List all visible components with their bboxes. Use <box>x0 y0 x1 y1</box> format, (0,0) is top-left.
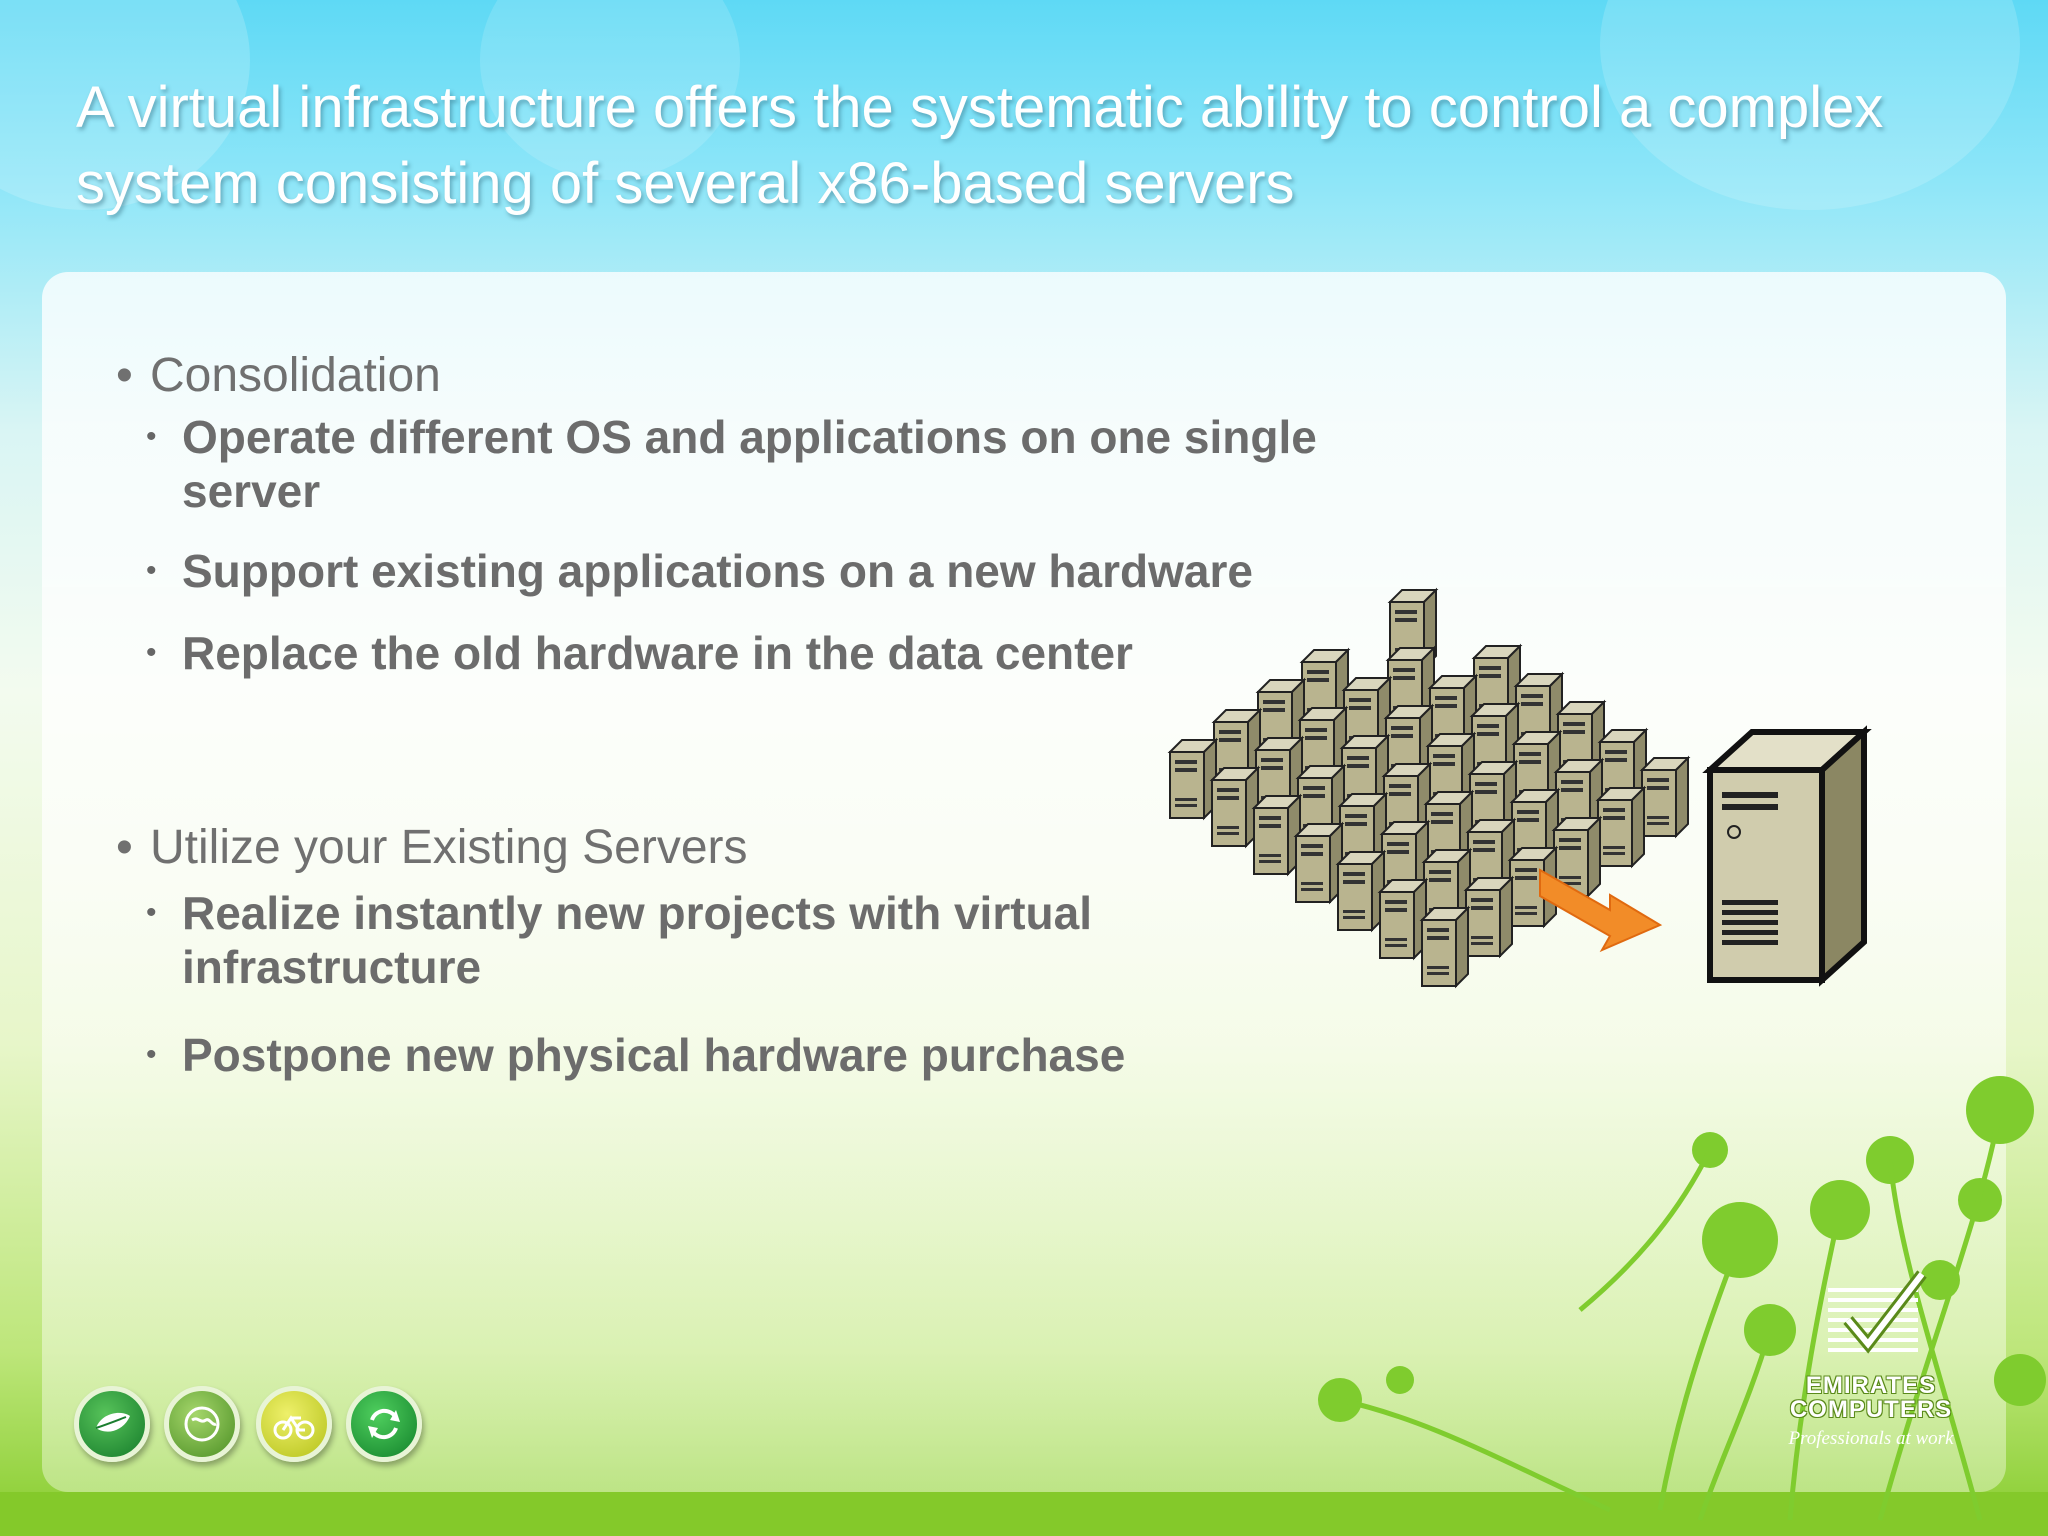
list-item: • Support existing applications on a new… <box>146 544 1396 598</box>
bullet-marker: • <box>116 349 133 402</box>
list-item: • Operate different OS and applications … <box>146 410 1396 518</box>
list-item: • Postpone new physical hardware purchas… <box>146 1028 1396 1082</box>
server-icon <box>1295 823 1343 903</box>
content-panel <box>42 272 2006 1492</box>
slide-title: A virtual infrastructure offers the syst… <box>76 75 1884 216</box>
bullet-marker: • <box>146 636 157 669</box>
bicycle-icon[interactable] <box>256 1386 332 1462</box>
logo-name-line2: COMPUTERS <box>1789 1396 1953 1423</box>
bicycle-icon-glyph <box>273 1415 315 1440</box>
section-heading: • Utilize your Existing Servers <box>116 820 748 875</box>
list-item-text: Realize instantly new projects with virt… <box>182 887 1093 993</box>
server-icon <box>1211 767 1259 847</box>
list-item-text: Operate different OS and applications on… <box>182 411 1317 517</box>
server-icon <box>1379 879 1427 959</box>
recycle-icon[interactable] <box>346 1386 422 1462</box>
list-item-text: Replace the old hardware in the data cen… <box>182 627 1133 679</box>
section-heading-text: Utilize your Existing Servers <box>150 821 748 874</box>
server-icon <box>1421 907 1469 987</box>
server-icon <box>1597 787 1645 867</box>
migration-arrow <box>1539 868 1663 953</box>
list-item-text: Support existing applications on a new h… <box>182 545 1253 597</box>
globe-icon[interactable] <box>164 1386 240 1462</box>
company-logo: EMIRATES COMPUTERS Professionals at work <box>1766 1270 1976 1460</box>
globe-icon-glyph <box>184 1406 220 1442</box>
server-icon <box>1169 739 1217 819</box>
logo-tagline: Professionals at work <box>1788 1428 1954 1449</box>
leaf-icon[interactable] <box>74 1386 150 1462</box>
leaf-icon-glyph <box>95 1412 130 1432</box>
server-icon <box>1253 795 1301 875</box>
list-item-text: Postpone new physical hardware purchase <box>182 1029 1126 1081</box>
section-heading-text: Consolidation <box>150 349 441 402</box>
bullet-marker: • <box>146 896 157 929</box>
bullet-marker: • <box>116 821 133 874</box>
vine-decoration <box>1318 1076 2046 1521</box>
bullet-marker: • <box>146 420 157 453</box>
target-server-icon <box>1702 725 1872 987</box>
recycle-icon-glyph <box>368 1408 400 1440</box>
list-item: • Replace the old hardware in the data c… <box>146 626 1396 680</box>
server-icon <box>1465 877 1513 957</box>
checkmark-logo-icon <box>1828 1270 1927 1354</box>
list-item: • Realize instantly new projects with vi… <box>146 886 1396 994</box>
logo-name-line1: EMIRATES <box>1805 1372 1937 1399</box>
section-heading: • Consolidation <box>116 348 441 403</box>
bullet-marker: • <box>146 1038 157 1071</box>
bullet-marker: • <box>146 554 157 587</box>
server-icon <box>1337 851 1385 931</box>
server-consolidation-illustration <box>1169 589 1872 987</box>
server-icon <box>1641 757 1689 837</box>
